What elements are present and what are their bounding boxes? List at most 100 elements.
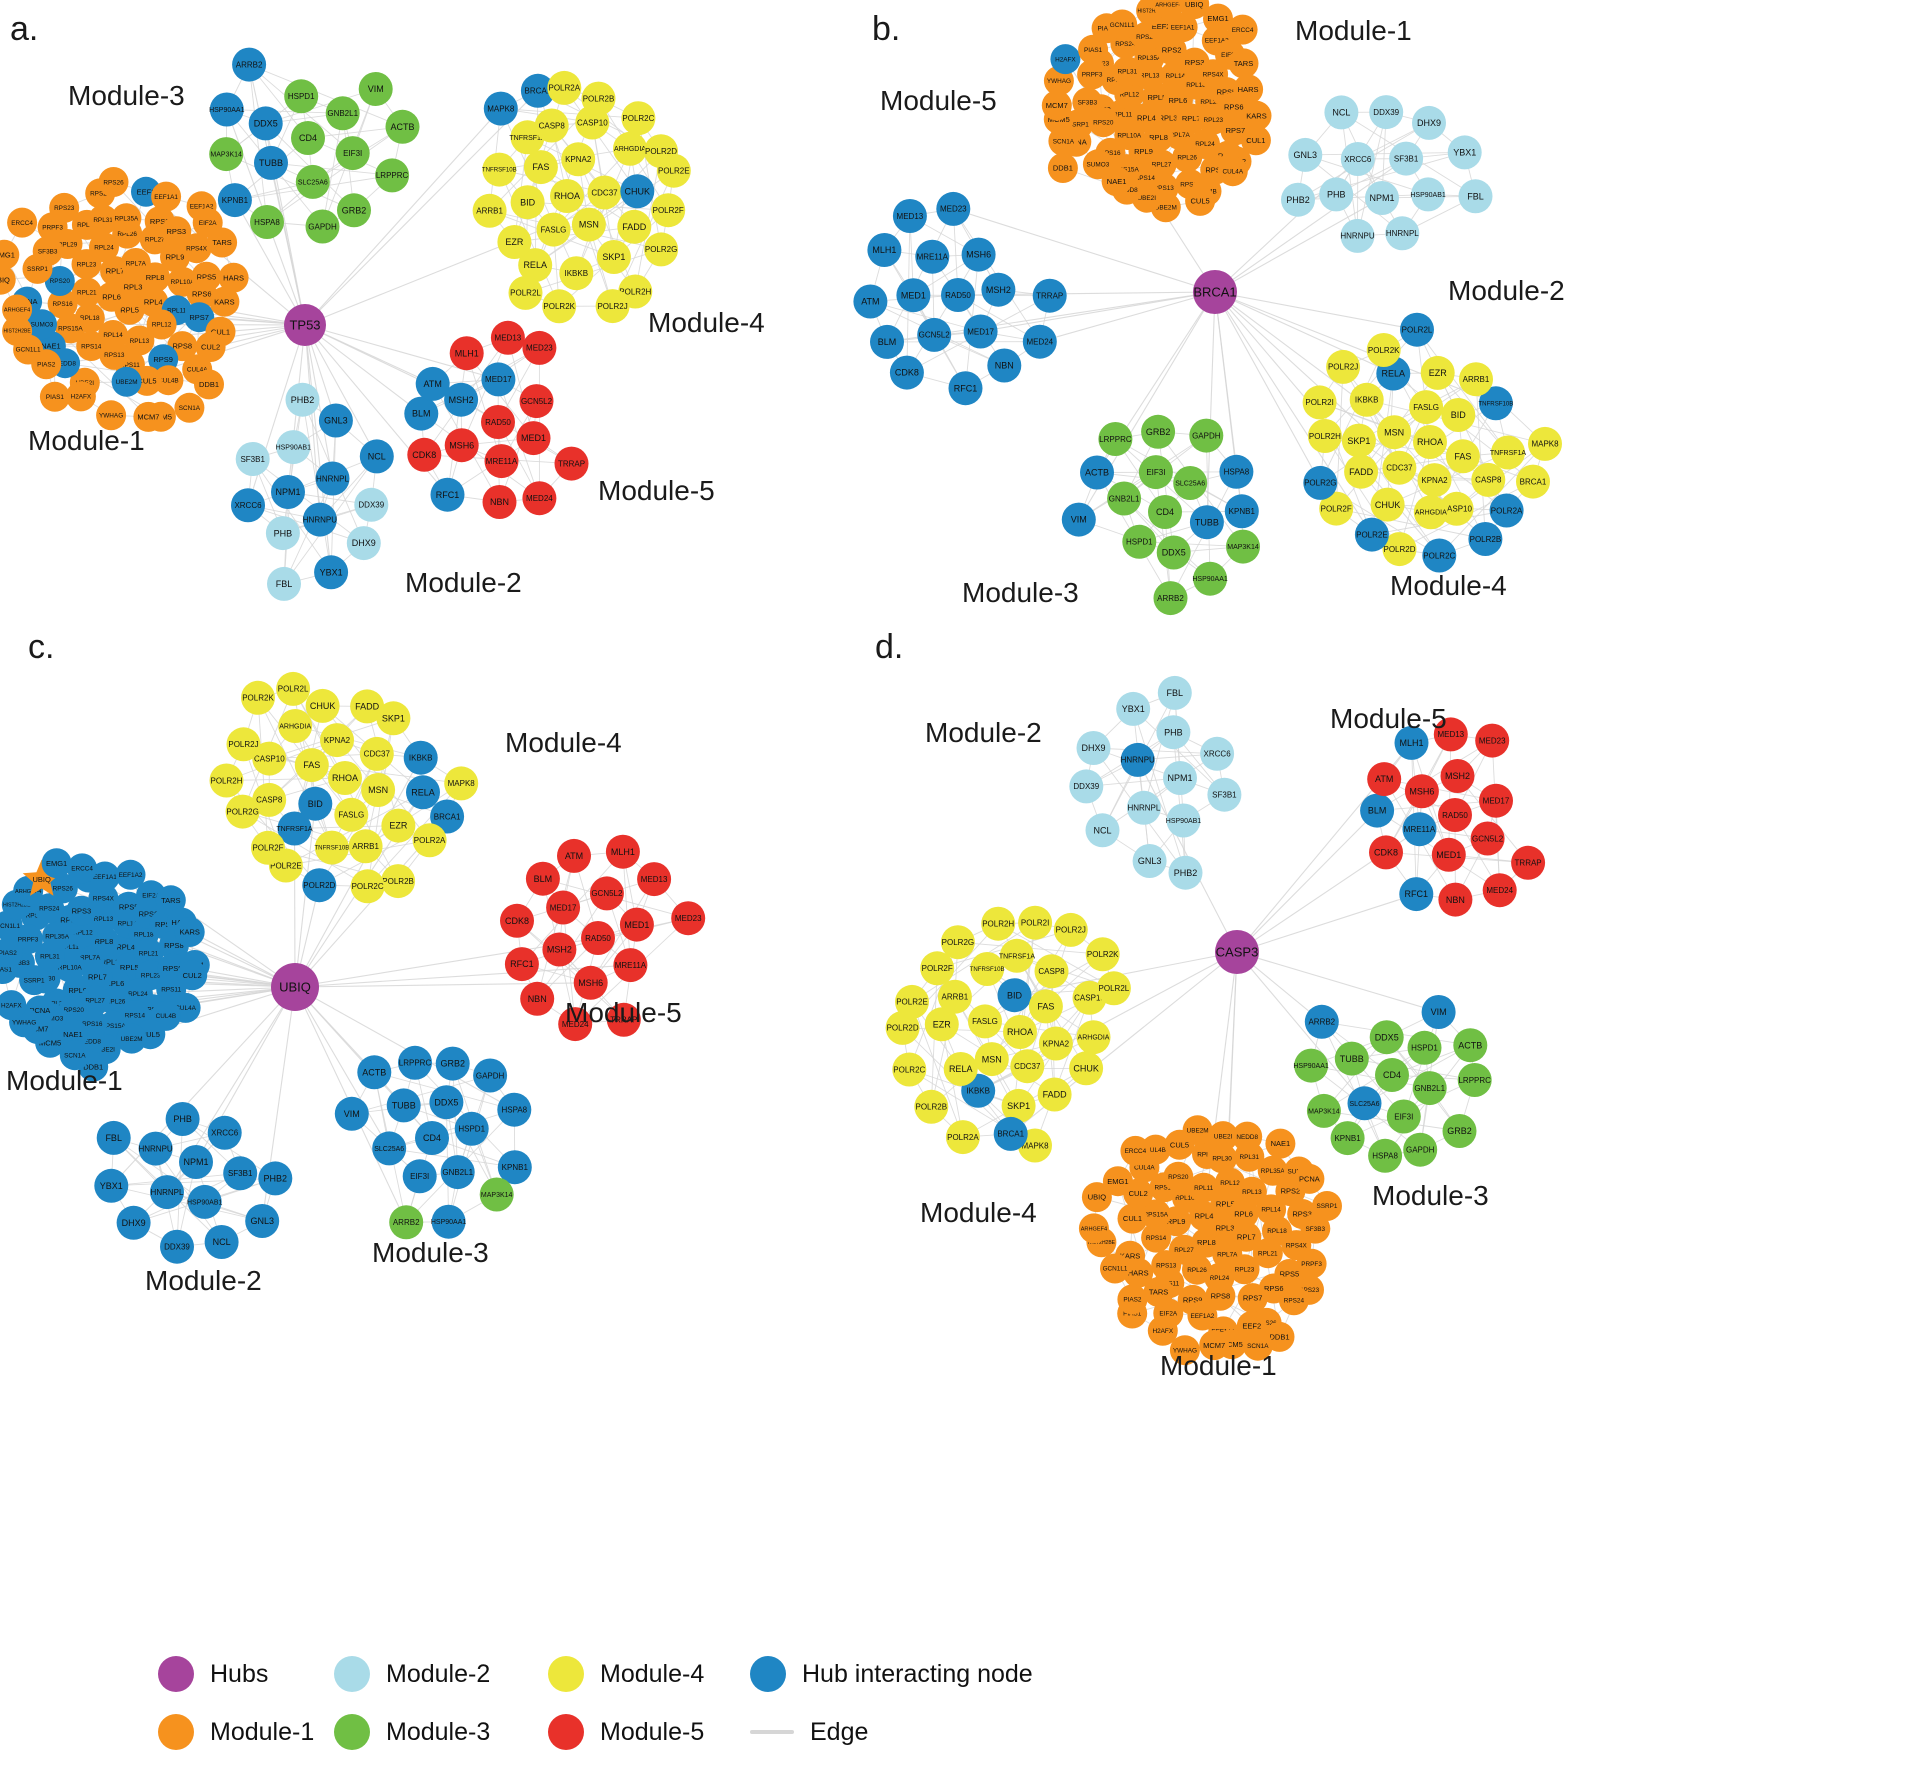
node-label: BID: [1007, 990, 1023, 1000]
node-label: KPNA2: [1421, 476, 1448, 485]
node-label: BID: [308, 799, 324, 809]
node-label: RPL9: [1134, 147, 1153, 156]
node-label: DDX39: [164, 1243, 190, 1252]
node-label: IKBKB: [966, 1087, 990, 1096]
node-label: MAPK8: [1021, 1141, 1049, 1150]
node-label: TUBB: [1195, 517, 1219, 527]
node-label: RPS3: [72, 906, 92, 915]
node-label: KARS: [179, 928, 199, 937]
node-label: FBL: [1167, 688, 1184, 698]
node-label: GNB2L1: [327, 109, 358, 118]
node-label: RPL35A: [114, 216, 139, 223]
legend-label: Module-4: [600, 1660, 704, 1689]
legend-item-module-1: Module-1: [158, 1714, 334, 1750]
node-label: HSP90AA1: [1192, 576, 1228, 583]
node-label: RAD50: [485, 418, 511, 427]
node-label: LRPPRC: [1458, 1076, 1491, 1085]
node-label: GAPDH: [1406, 1146, 1435, 1155]
node-label: RHOA: [554, 191, 580, 201]
node-label: RELA: [411, 787, 435, 797]
node-label: RPL27: [1174, 1247, 1194, 1254]
node-label: POLR2H: [982, 920, 1014, 929]
node-label: POLR2E: [1356, 530, 1388, 539]
node-label: POLR2G: [226, 807, 258, 816]
node-label: MSH2: [449, 395, 474, 405]
node-label: YWHAG: [1047, 78, 1071, 85]
node-label: RPL21: [1258, 1250, 1278, 1257]
node-label: CUL5: [1191, 197, 1210, 206]
node-label: MAPK8: [448, 779, 476, 788]
node-label: POLR2C: [893, 1065, 925, 1074]
node-label: RPS14: [125, 1013, 146, 1020]
edge: [501, 109, 639, 119]
legend-item-module-4: Module-4: [548, 1656, 750, 1692]
node-label: PRPF3: [1082, 72, 1103, 79]
node-label: EZR: [1429, 368, 1448, 378]
node-label: PHB2: [291, 395, 315, 405]
node-label: MSH6: [578, 978, 603, 988]
node-label: PIAS2: [0, 950, 17, 957]
module-label: Module-4: [505, 727, 622, 758]
node-label: NAE1: [1107, 177, 1127, 186]
node-label: SF3B3: [1078, 100, 1098, 107]
node-label: ARRB2: [236, 60, 263, 69]
node-label: RPL21: [139, 951, 159, 958]
node-label: ACTB: [390, 122, 414, 132]
hubs-swatch-icon: [158, 1656, 194, 1692]
node-label: SF3B3: [1306, 1226, 1326, 1233]
node-label: SKP1: [1347, 436, 1370, 446]
node-label: SCN1A: [179, 405, 201, 412]
node-label: POLR2G: [1304, 479, 1336, 488]
node-label: MED23: [940, 205, 967, 214]
node-label: POLR2C: [1423, 551, 1455, 560]
node-label: CUL2: [183, 971, 202, 980]
node-label: RPL12: [1220, 1180, 1240, 1187]
node-label: YBX1: [100, 1181, 123, 1191]
node-label: ARHGDIA: [1415, 510, 1447, 517]
node-label: ARRB2: [1308, 1018, 1335, 1027]
node-label: RPL3: [124, 283, 143, 292]
node-label: NBN: [528, 994, 547, 1004]
node-label: VIM: [1431, 1007, 1447, 1017]
legend-label: Module-2: [386, 1660, 490, 1689]
node-label: H2AFX: [71, 394, 92, 401]
node-label: SLC25A6: [374, 1146, 404, 1153]
node-label: POLR2F: [653, 206, 684, 215]
node-label: BID: [520, 197, 536, 207]
node-label: EEF1A1: [154, 194, 178, 201]
node-label: UBE2M: [121, 1036, 143, 1043]
node-label: XRCC6: [1204, 750, 1232, 759]
node-label: RPL31: [93, 217, 113, 224]
module-5-swatch-icon: [548, 1714, 584, 1750]
node-label: EEF1A1: [1171, 24, 1195, 31]
node-label: SLC25A6: [1350, 1101, 1380, 1108]
node-label: EZR: [933, 1019, 952, 1029]
node-label: RPL27: [145, 237, 165, 244]
node-label: ERCC4: [1232, 27, 1254, 34]
node-label: ATM: [565, 851, 583, 861]
node-label: FASLG: [541, 225, 567, 234]
node-label: HSP90AA1: [431, 1219, 467, 1226]
node-label: CUL2: [1129, 1189, 1148, 1198]
node-label: CASP8: [1038, 967, 1065, 976]
node-label: CASP8: [539, 121, 566, 130]
node-label: SLC25A6: [298, 179, 328, 186]
node-label: GCN5L2: [1472, 834, 1504, 843]
node-label: HIST2H2BE: [3, 329, 31, 335]
node-label: ARRB1: [476, 207, 503, 216]
node-label: RPL6: [102, 292, 121, 301]
node-label: IKBKB: [409, 754, 433, 763]
node-label: MED1: [521, 433, 546, 443]
panel-letter: b.: [872, 10, 900, 48]
node-label: RPL7A: [80, 954, 101, 961]
node-label: PIAS2: [1123, 1297, 1142, 1304]
node-label: POLR2E: [658, 167, 690, 176]
node-label: RPS13: [104, 352, 125, 359]
node-label: CASP3: [1216, 945, 1259, 960]
node-label: RPL23: [1204, 117, 1224, 124]
edge: [1237, 952, 1439, 1012]
node-label: GCN1L1: [16, 347, 41, 354]
node-label: FBL: [1467, 191, 1484, 201]
node-label: DHX9: [352, 538, 376, 548]
